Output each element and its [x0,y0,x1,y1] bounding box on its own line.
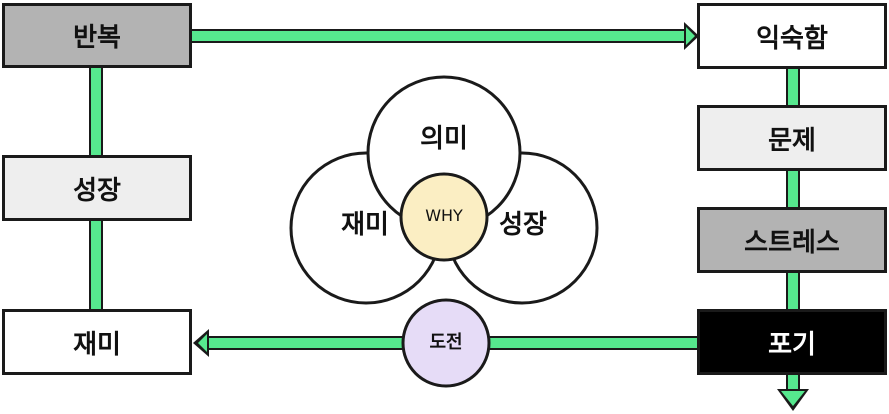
node-repeat: 반복 [2,3,192,68]
node-problem: 문제 [697,105,887,171]
node-give-up: 포기 [697,309,887,375]
venn-label-growth: 성장 [499,210,547,240]
node-fun: 재미 [2,309,192,375]
why-circle [399,172,489,262]
venn-label-meaning: 의미 [420,124,468,154]
venn-label-fun: 재미 [341,210,389,240]
node-stress: 스트레스 [697,207,887,273]
challenge-label: 도전 [429,332,463,353]
node-familiarity: 익숙함 [697,3,887,69]
challenge-circle [401,298,491,388]
arrow-repeat-to-familiarity [192,22,699,50]
node-growth: 성장 [2,155,192,221]
why-label: WHY [425,206,463,225]
